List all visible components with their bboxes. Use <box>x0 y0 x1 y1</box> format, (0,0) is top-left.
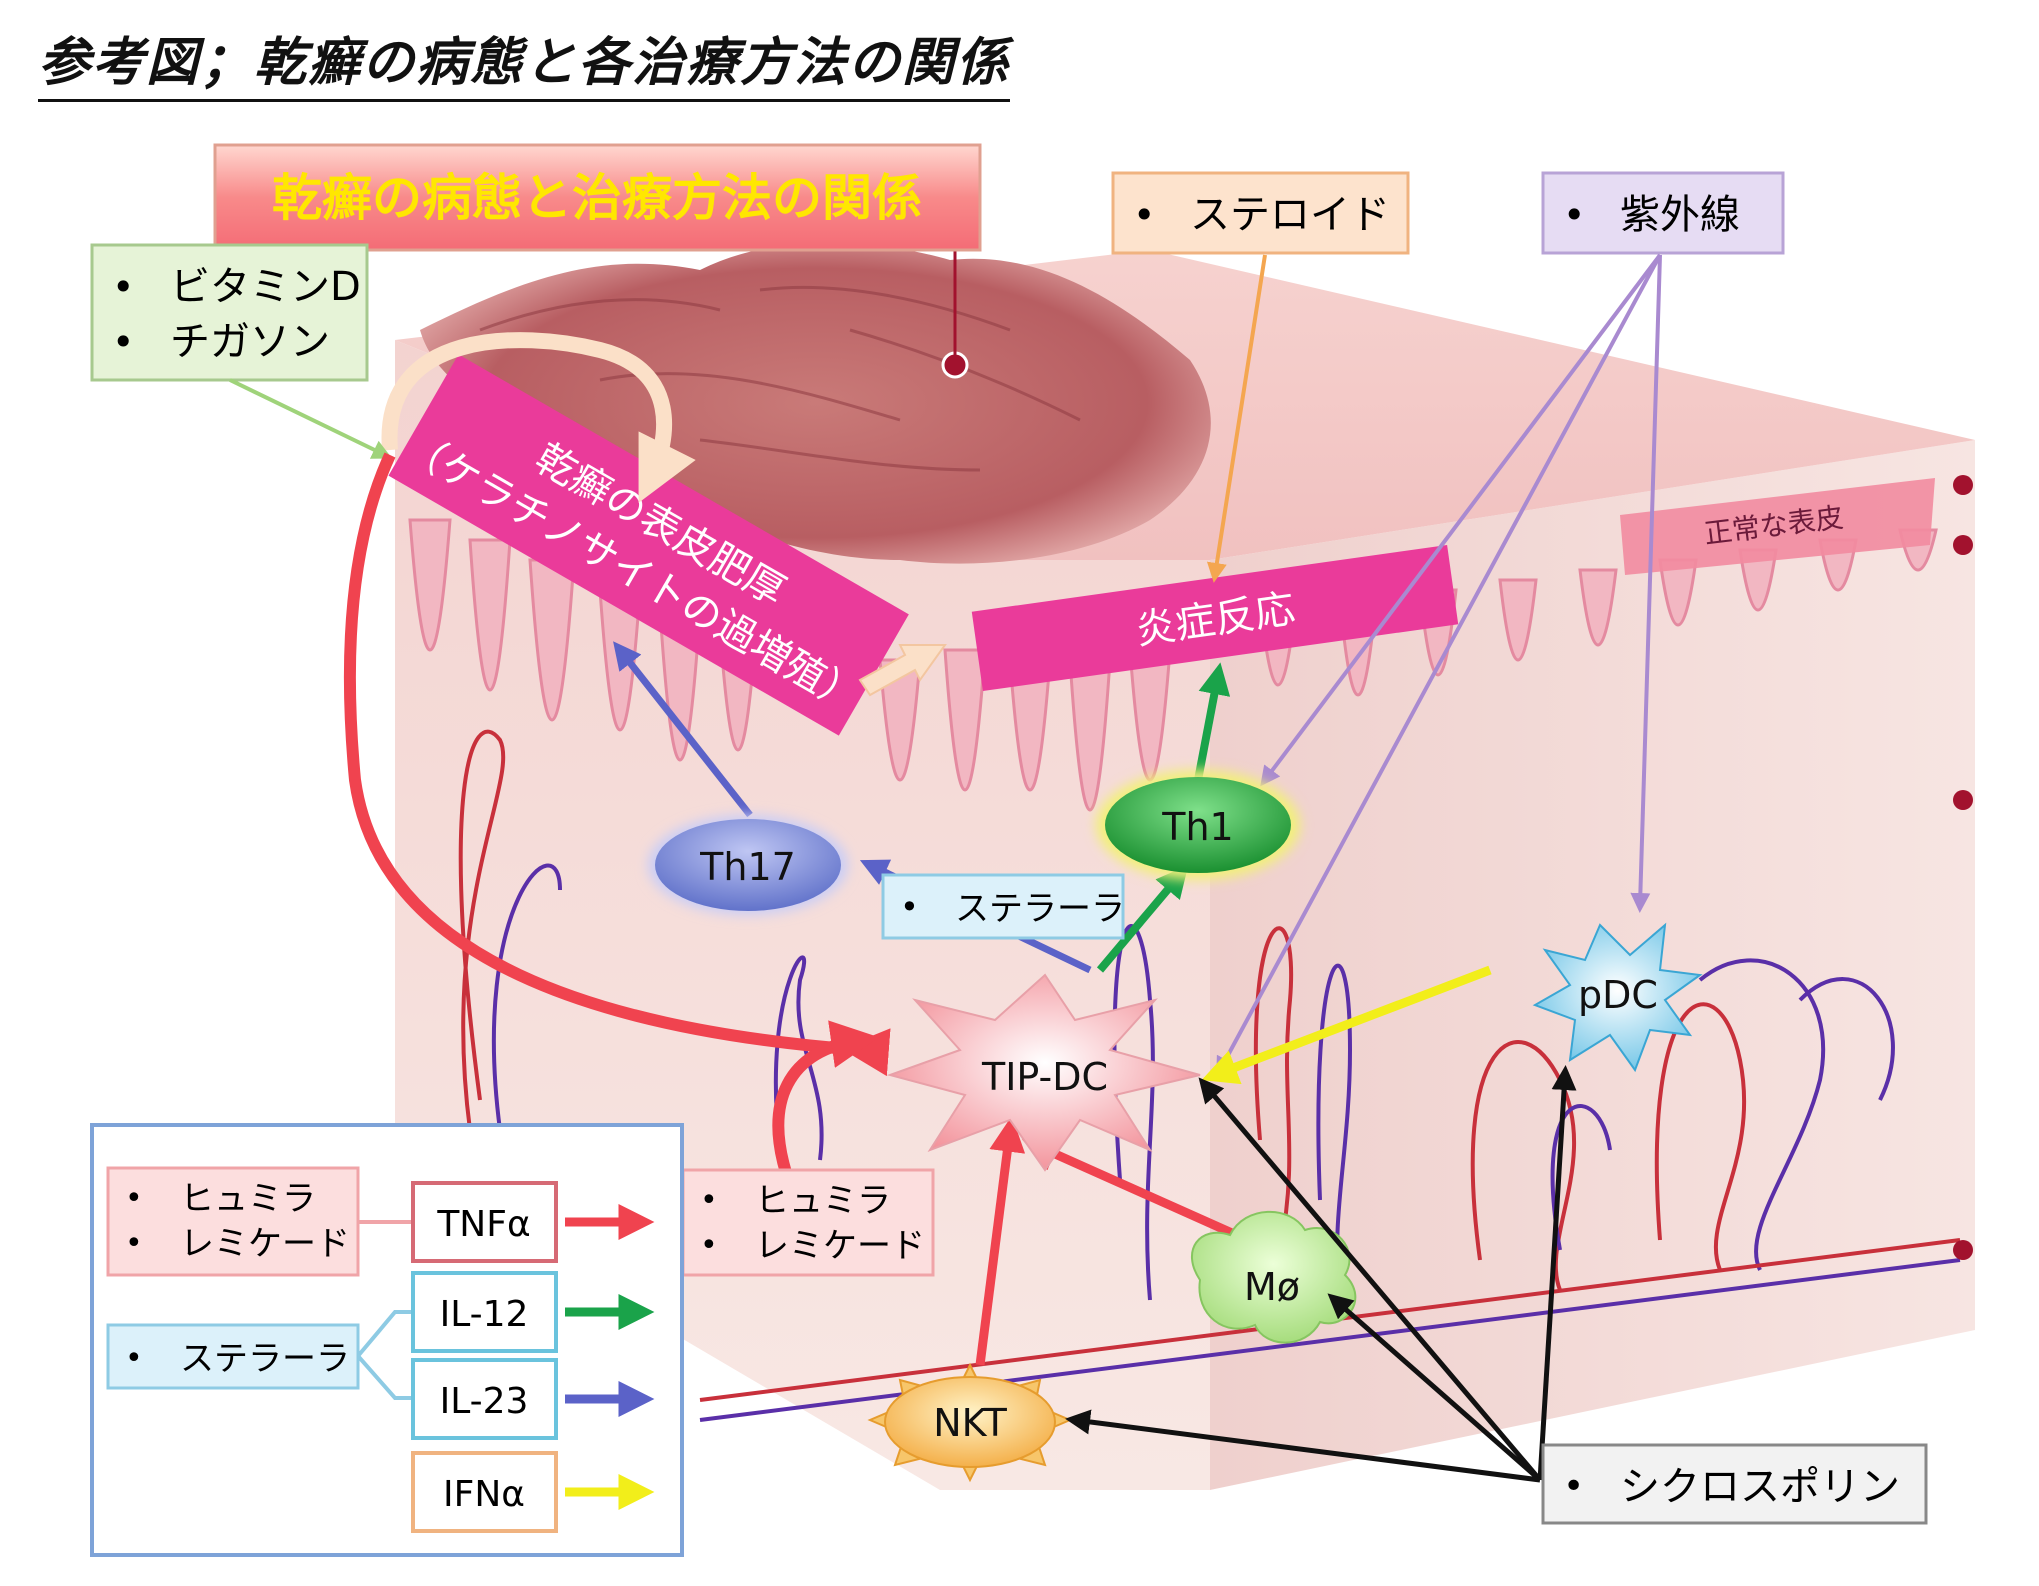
humira-mid-label: ヒュミラ <box>755 1181 891 1221</box>
normal-epidermis-tag <box>1620 478 1935 575</box>
page-title: 参考図；乾癬の病態と各治療方法の関係 <box>38 20 1011 102</box>
legend-il12: IL-12 <box>440 1294 529 1335</box>
legend-tnf: TNFα <box>436 1204 530 1245</box>
legend-panel: • ヒュミラ • レミケード • ステラーラ TNFα IL-12 IL-23 … <box>90 1123 684 1557</box>
legend-stelara: ステラーラ <box>180 1339 350 1379</box>
svg-text:•: • <box>112 265 134 309</box>
svg-text:•: • <box>1563 193 1585 237</box>
tnf-loop-arrow <box>343 452 891 1077</box>
stelara-box-mid: • ステラーラ <box>881 873 1125 940</box>
nkt-cell: NKT <box>867 1362 1073 1483</box>
th1-label: Th1 <box>1161 805 1233 849</box>
legend-ifn-box <box>411 1451 558 1533</box>
tip-dc-label: TIP-DC <box>981 1055 1108 1099</box>
svg-text:•: • <box>900 888 919 926</box>
svg-text:•: • <box>112 320 134 364</box>
nkt-label: NKT <box>933 1401 1007 1445</box>
anti-tnf-curve-arrow <box>772 1020 880 1187</box>
macrophage-cell: Mø <box>1190 1210 1357 1344</box>
svg-text:•: • <box>700 1228 718 1263</box>
th17-cell: Th17 <box>648 815 848 915</box>
tigason-label: チガソン <box>170 319 330 365</box>
th1-to-inflammation-arrow <box>1194 662 1231 781</box>
pdc-cell: pDC <box>1532 922 1703 1073</box>
vitamin-d-arrow <box>229 378 393 459</box>
legend-remicade: レミケード <box>180 1224 350 1264</box>
th1-cell: Th1 <box>1096 770 1300 880</box>
uv-box: • 紫外線 <box>1541 171 1785 255</box>
pdc-to-tipdc-arrow <box>1201 965 1492 1085</box>
th17-label: Th17 <box>699 845 796 889</box>
psoriatic-plaque <box>420 242 1211 564</box>
svg-text:•: • <box>1133 193 1155 237</box>
svg-text:•: • <box>700 1183 718 1218</box>
svg-text:•: • <box>125 1341 143 1376</box>
keratinocyte-loop-arrow <box>381 332 696 503</box>
macrophage-label: Mø <box>1244 1265 1300 1309</box>
uv-label: 紫外線 <box>1620 192 1740 238</box>
steroid-label: ステロイド <box>1190 192 1390 238</box>
cyclosporine-arrows <box>1065 1065 1577 1483</box>
steroid-box: • ステロイド <box>1111 171 1410 255</box>
svg-text:•: • <box>1563 1466 1584 1507</box>
legend-il23-box <box>411 1358 558 1440</box>
stelara-mid-label: ステラーラ <box>955 889 1125 929</box>
nkt-to-tipdc-arrow <box>975 1115 1026 1366</box>
vitamin-d-tigason-box: • ビタミンD • チガソン <box>90 243 369 382</box>
tipdc-to-th1-arrow <box>1096 865 1189 973</box>
banner-title: 乾癬の病態と治療方法の関係 <box>272 169 922 227</box>
pdc-label: pDC <box>1578 973 1658 1017</box>
vitamin-d-label: ビタミンD <box>170 264 361 310</box>
cyclosporine-box: • シクロスポリン <box>1541 1443 1928 1525</box>
rete-ridges <box>408 518 1938 812</box>
inflammation-label: 炎症反応 <box>971 544 1459 692</box>
cyclosporine-label: シクロスポリン <box>1620 1464 1900 1510</box>
th17-to-hyperplasia-arrow <box>613 641 753 818</box>
svg-text:•: • <box>125 1226 143 1261</box>
legend-tnf-box <box>411 1181 558 1263</box>
legend-il12-box <box>411 1271 558 1353</box>
legend-ifn: IFNα <box>443 1474 525 1515</box>
remicade-mid-label: レミケード <box>755 1226 925 1266</box>
svg-text:•: • <box>125 1181 143 1216</box>
legend-humira: ヒュミラ <box>180 1179 316 1219</box>
tip-dc-cell: TIP-DC <box>886 973 1201 1172</box>
banner: 乾癬の病態と治療方法の関係 <box>213 143 982 252</box>
steroid-arrow <box>1206 254 1267 583</box>
feedback-double-arrow <box>858 644 947 697</box>
legend-il23: IL-23 <box>440 1381 529 1422</box>
uv-arrows <box>1216 253 1662 1078</box>
humira-remicade-box-mid: • ヒュミラ • レミケード <box>681 1168 935 1277</box>
